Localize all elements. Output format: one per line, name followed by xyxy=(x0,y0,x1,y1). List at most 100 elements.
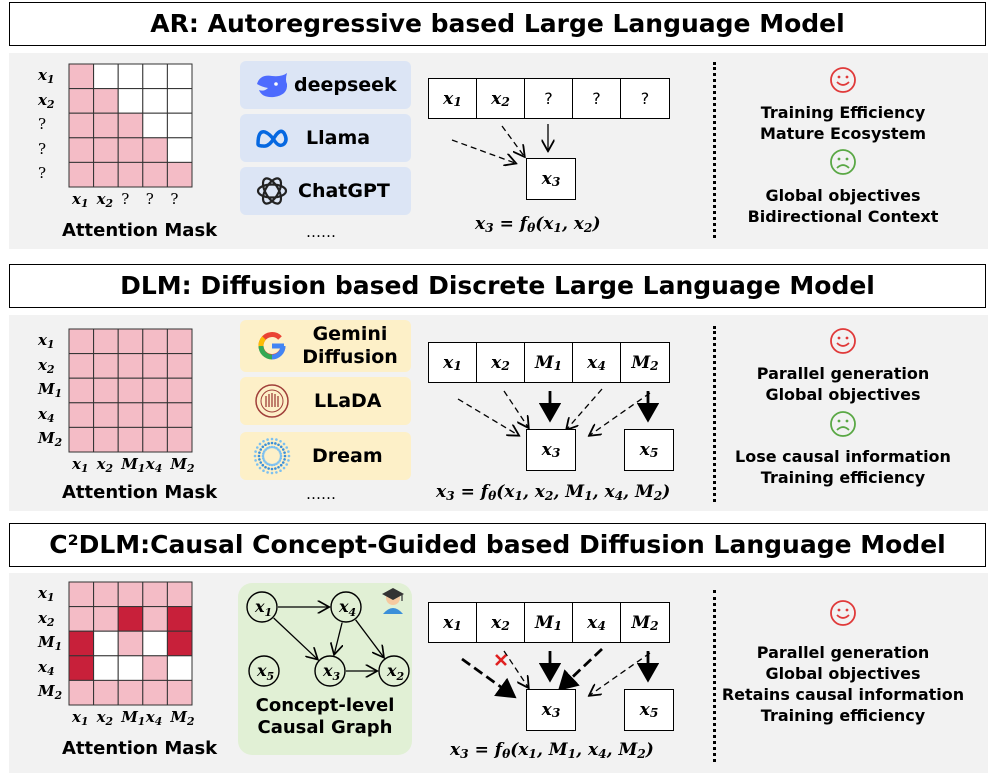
mask-row-label: x1 xyxy=(38,584,55,605)
frown-icon xyxy=(830,411,856,437)
dlm-title: DLM: Diffusion based Discrete Large Lang… xyxy=(9,264,986,308)
model-name: ChatGPT xyxy=(298,180,390,202)
mask-cell xyxy=(93,402,119,428)
causal-node-label: x2 xyxy=(386,661,405,683)
mask-cell xyxy=(68,581,95,608)
c2dlm-dependency-arrows xyxy=(461,647,660,699)
more-models-ellipsis: …… xyxy=(306,485,336,503)
mask-cell xyxy=(68,112,95,139)
mask-row-label: M2 xyxy=(38,429,63,450)
mask-cell xyxy=(142,426,168,453)
mask-cell xyxy=(93,161,119,188)
mask-cell xyxy=(142,88,168,114)
mask-cell xyxy=(117,606,144,632)
mask-col-label: x1 xyxy=(72,455,89,476)
mask-cell xyxy=(117,161,144,188)
dlm-attention-mask xyxy=(68,328,193,453)
mask-cell xyxy=(68,353,95,379)
causal-node-label: x5 xyxy=(256,661,274,683)
mask-cell xyxy=(142,606,168,632)
mask-row-label: x2 xyxy=(38,355,55,376)
mask-cell xyxy=(68,655,95,681)
mask-cell xyxy=(166,353,193,379)
mask-cell xyxy=(68,161,95,188)
mask-row-label: x1 xyxy=(38,331,55,352)
model-card-chatgpt: ChatGPT xyxy=(240,167,411,215)
mask-cell xyxy=(68,402,95,428)
model-name: LLaDA xyxy=(314,390,382,412)
mask-cell xyxy=(93,112,119,139)
smile-icon xyxy=(830,328,856,354)
c2dlm-title: C²DLM:Causal Concept-Guided based Diffus… xyxy=(9,523,986,567)
mask-cell xyxy=(142,581,168,608)
mask-row-label: ? xyxy=(38,139,47,158)
mask-cell xyxy=(142,377,168,404)
mask-cell xyxy=(166,655,193,681)
mask-cell xyxy=(93,88,119,114)
mask-cell xyxy=(117,426,144,453)
mask-cell xyxy=(142,137,168,163)
mask-cell xyxy=(117,402,144,428)
mask-cell xyxy=(166,63,193,90)
mask-cell xyxy=(93,63,119,90)
mask-col-label: M2 xyxy=(170,708,195,729)
causal-node-label: x3 xyxy=(322,661,341,683)
mask-col-label: M1 xyxy=(121,455,146,476)
ar-mask-caption: Attention Mask xyxy=(62,220,218,241)
mask-row-label: x2 xyxy=(38,90,55,111)
mask-cell xyxy=(68,630,95,657)
dlm-dependency-arrows xyxy=(457,388,660,445)
dream-burst-icon xyxy=(252,436,292,476)
mask-cell xyxy=(68,426,95,453)
mask-col-label: ? xyxy=(121,190,130,208)
smile-icon xyxy=(830,67,856,93)
mask-col-label: M2 xyxy=(170,455,195,476)
model-card-deepseek: deepseek xyxy=(240,61,411,109)
mask-cell xyxy=(68,63,95,90)
mask-cell xyxy=(93,581,119,608)
mask-cell xyxy=(68,328,95,355)
dlm-mask-caption: Attention Mask xyxy=(62,482,218,503)
model-name: Dream xyxy=(312,445,383,467)
mask-cell xyxy=(117,328,144,355)
mask-cell xyxy=(142,112,168,139)
causal-node xyxy=(378,655,410,687)
mask-row-label: M1 xyxy=(38,380,63,401)
mask-cell xyxy=(166,581,193,608)
mask-col-label: x4 xyxy=(145,708,163,729)
mask-cell xyxy=(93,353,119,379)
mask-cell xyxy=(93,630,119,657)
mask-cell xyxy=(142,328,168,355)
mask-row-label: x1 xyxy=(38,66,55,87)
mask-cell xyxy=(68,606,95,632)
mask-cell xyxy=(142,655,168,681)
causal-node xyxy=(246,591,278,623)
causal-edge xyxy=(334,622,342,654)
causal-edge xyxy=(273,617,317,659)
mask-cell xyxy=(166,328,193,355)
mask-row-label: ? xyxy=(38,115,47,134)
mask-cell xyxy=(68,377,95,404)
mask-col-label: x2 xyxy=(96,455,114,476)
ar-dependency-arrows xyxy=(451,124,580,168)
mask-cell xyxy=(117,679,144,706)
mask-cell xyxy=(117,137,144,163)
mask-cell xyxy=(93,377,119,404)
causal-edge xyxy=(355,619,384,657)
mask-row-label: M1 xyxy=(38,633,63,654)
model-card-dream: Dream xyxy=(240,432,411,480)
mask-cell xyxy=(166,630,193,657)
